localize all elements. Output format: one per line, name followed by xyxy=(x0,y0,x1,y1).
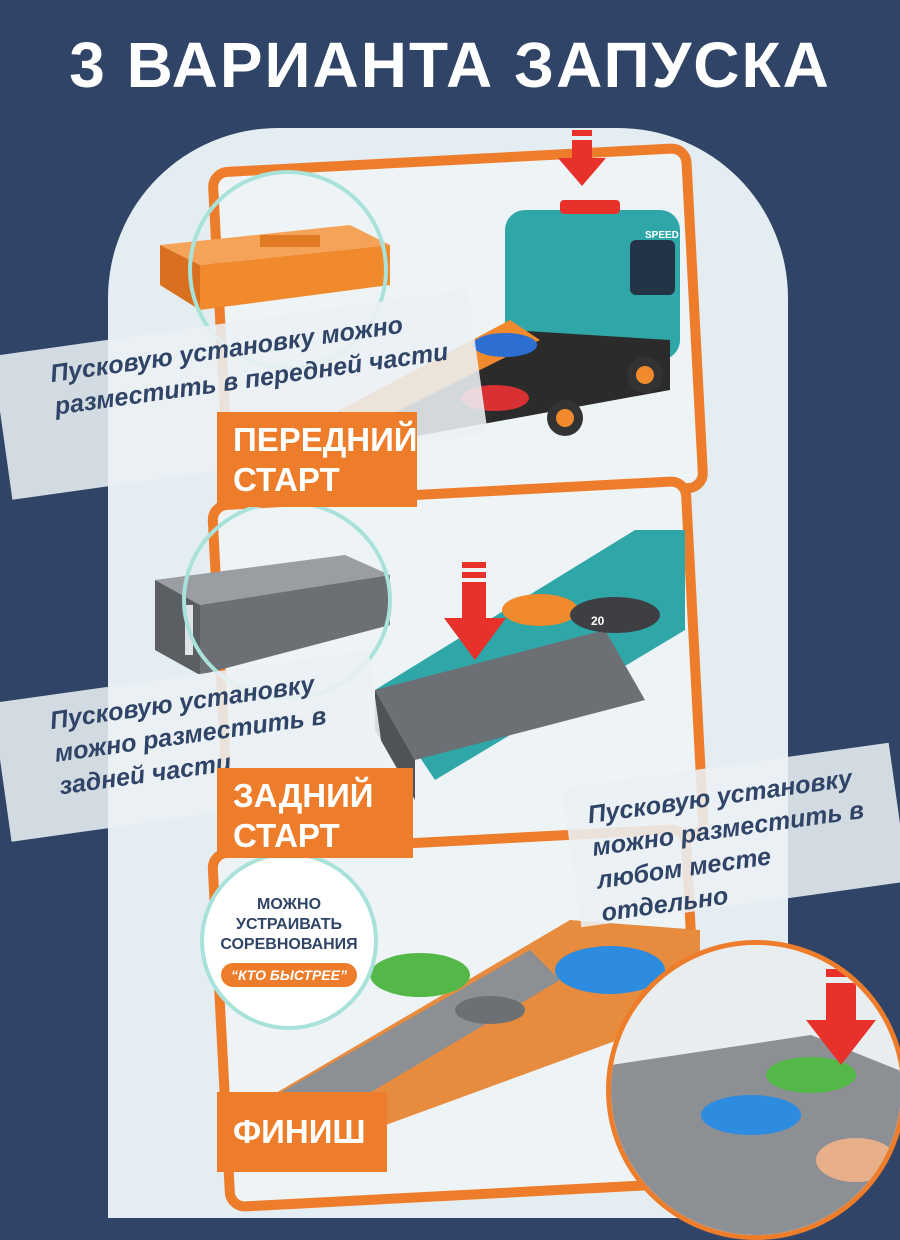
race-badge: МОЖНО УСТРАИВАТЬ СОРЕВНОВАНИЯ “КТО БЫСТР… xyxy=(200,852,378,1030)
rear-start-label-line2: СТАРТ xyxy=(233,817,340,854)
rear-start-label: ЗАДНИЙ СТАРТ xyxy=(217,768,413,858)
race-badge-text: МОЖНО УСТРАИВАТЬ СОРЕВНОВАНИЯ xyxy=(220,896,358,953)
arrow-down-icon-2 xyxy=(444,562,506,660)
finish-label: ФИНИШ xyxy=(217,1092,387,1172)
front-start-label: ПЕРЕДНИЙ СТАРТ xyxy=(217,412,418,507)
launcher-closeup-illustration xyxy=(611,945,900,1235)
rear-track-illustration: 20 xyxy=(375,530,685,800)
finish-label-line1: ФИНИШ xyxy=(233,1113,366,1150)
front-start-label-line1: ПЕРЕДНИЙ xyxy=(233,421,418,458)
race-badge-tag: “КТО БЫСТРЕЕ” xyxy=(221,963,357,987)
truck-text: SPEED xyxy=(645,230,679,241)
arrow-down-icon xyxy=(558,130,606,186)
launcher-closeup-circle xyxy=(606,940,900,1240)
front-start-label-line2: СТАРТ xyxy=(233,461,340,498)
page-title: 3 ВАРИАНТА ЗАПУСКА xyxy=(69,29,831,101)
rear-start-label-line1: ЗАДНИЙ xyxy=(233,777,374,814)
car-number: 20 xyxy=(591,614,605,628)
